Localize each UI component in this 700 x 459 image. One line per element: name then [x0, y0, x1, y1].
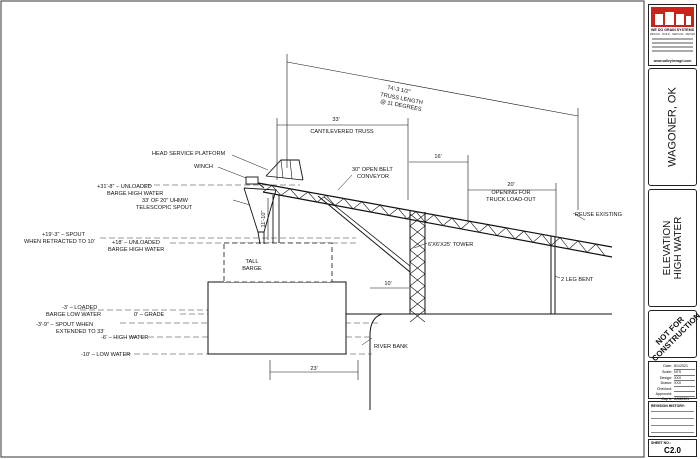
- river-bank-line: [369, 313, 383, 410]
- label-spout-ext-1: -3'-9" – SPOUT WHEN: [36, 322, 93, 328]
- info-row-value: 8/1/2021: [674, 364, 695, 370]
- leader-lines: [217, 154, 586, 346]
- label-dim-10: 10': [384, 281, 391, 287]
- label-tall-barge-1: TALL: [246, 259, 259, 265]
- label-cantilevered-dim: 33': [332, 117, 339, 123]
- telescopic-spout: [243, 187, 277, 245]
- bin-icon: [686, 16, 691, 25]
- two-leg-bent: [550, 236, 556, 314]
- bin-icon: [665, 12, 674, 25]
- conveyor-truss: [257, 182, 613, 258]
- info-row-label: Cap #:: [661, 396, 672, 401]
- label-spout-retracted-1: +19'-3" – SPOUT: [42, 232, 86, 238]
- info-row-value: XXX: [674, 381, 695, 388]
- label-high-water: -6' – HIGH WATER: [101, 335, 148, 341]
- label-opening-1: OPENING FOR: [491, 190, 530, 196]
- company-logo: [651, 7, 694, 27]
- barge-hull: [207, 281, 347, 355]
- label-two-leg-bent: 2 LEG BENT: [561, 277, 594, 283]
- label-dim-11-10: 11'-10": [261, 211, 267, 228]
- info-row-label: Design:: [659, 375, 672, 380]
- elevation-drawing: 74'-3 1/2" TRUSS LENGTH @ 11 DEGREES 33'…: [0, 0, 645, 458]
- title-block-sheet-number: SHEET NO.: C2.0: [648, 439, 697, 457]
- info-row: Drawn:XXX: [651, 381, 695, 388]
- sheet-number: C2.0: [664, 446, 681, 455]
- label-low-water: -10' – LOW WATER: [81, 352, 130, 358]
- sheet-title-line2: HIGH WATER: [672, 216, 684, 280]
- sheet-title: ELEVATION HIGH WATER: [662, 217, 684, 280]
- label-river-bank: RIVER BANK: [374, 344, 408, 350]
- company-contact: [652, 38, 693, 54]
- winch: [245, 176, 265, 189]
- dimension-lines: [267, 54, 579, 380]
- label-reuse-existing: REUSE EXISTING: [575, 212, 622, 218]
- info-row-value: [674, 387, 695, 392]
- label-spout-retracted-2: WHEN RETRACTED TO 10': [24, 239, 95, 245]
- info-row-label: Checked:: [656, 387, 672, 392]
- info-row: Date:8/1/2021: [651, 364, 695, 370]
- label-cantilevered-truss: CANTILEVERED TRUSS: [310, 129, 374, 135]
- info-row-label: Drawn:: [660, 381, 672, 386]
- label-unloaded-high-2: BARGE HIGH WATER: [107, 191, 163, 197]
- company-tagline: DESIGN · BUILD · SERVICE · REPAIR: [649, 33, 696, 36]
- title-block-logo: WE DO GRAIN SYSTEMS DESIGN · BUILD · SER…: [648, 4, 697, 66]
- label-belt-2: CONVEYOR: [357, 174, 389, 180]
- label-dim-20: 20': [507, 182, 514, 188]
- head-service-platform: [265, 159, 304, 181]
- title-block-sheet-title: ELEVATION HIGH WATER: [648, 189, 697, 307]
- label-unloaded-18-2: BARGE HIGH WATER: [108, 247, 164, 253]
- label-belt-1: 30" OPEN BELT: [352, 167, 393, 173]
- support-brace: [317, 195, 411, 273]
- label-tall-barge-2: BARGE: [242, 266, 262, 272]
- tower: [409, 210, 426, 323]
- label-spout-2: TELESCOPIC SPOUT: [136, 205, 193, 211]
- info-row-label: Approved:: [655, 391, 672, 396]
- title-block-revision: REVISION HISTORY:: [648, 401, 697, 437]
- sheet-title-line1: ELEVATION: [661, 220, 673, 276]
- label-spout-1: 33' OF 20" UHMW: [142, 198, 189, 204]
- sheet-no-label: SHEET NO.:: [651, 441, 672, 445]
- info-row: Approved:: [651, 392, 695, 397]
- label-spout-ext-2: EXTENDED TO 33': [56, 329, 104, 335]
- label-opening-2: TRUCK LOAD-OUT: [486, 197, 536, 203]
- label-winch: WINCH: [194, 164, 213, 170]
- label-tower: 6'X6'X25' TOWER: [428, 242, 473, 248]
- info-row-value: XXX: [674, 376, 695, 382]
- label-loaded-1: -3' – LOADED: [62, 305, 97, 311]
- label-grade: 0' – GRADE: [134, 312, 165, 318]
- bin-icon: [676, 14, 684, 25]
- label-unloaded-high-1: +31'-8" – UNLOADED: [97, 184, 152, 190]
- bin-icon: [655, 14, 663, 25]
- info-row: Scale:NTS: [651, 370, 695, 376]
- label-head-service-platform: HEAD SERVICE PLATFORM: [152, 151, 225, 157]
- info-row-label: Scale:: [662, 369, 672, 374]
- title-block-stamp: NOT FOR CONSTRUCTION: [648, 310, 700, 363]
- not-for-construction-stamp: NOT FOR CONSTRUCTION: [643, 305, 700, 363]
- location-text: WAGONER, OK: [666, 87, 678, 167]
- info-row-value: [674, 392, 695, 397]
- label-truss-length-1: 74'-3 1/2": [387, 85, 411, 95]
- label-dim-23: 23': [310, 366, 317, 372]
- company-website: www.valleyirreagri.com: [653, 59, 692, 63]
- tall-barge-outline: [223, 242, 333, 283]
- info-row: Design:XXX: [651, 376, 695, 382]
- title-block-location: WAGONER, OK: [648, 68, 697, 186]
- sheet-border: [0, 0, 645, 458]
- info-row-label: Date:: [663, 364, 672, 368]
- info-row-value: NTS: [674, 370, 695, 376]
- head-column: [272, 195, 280, 243]
- revision-history-label: REVISION HISTORY:: [651, 404, 685, 408]
- label-dim-16: 16': [434, 154, 441, 160]
- company-name: WE DO GRAIN SYSTEMS: [651, 28, 694, 32]
- info-row: Checked:: [651, 387, 695, 392]
- label-unloaded-18-1: +18' – UNLOADED: [112, 240, 160, 246]
- label-loaded-2: BARGE LOW WATER: [46, 312, 101, 318]
